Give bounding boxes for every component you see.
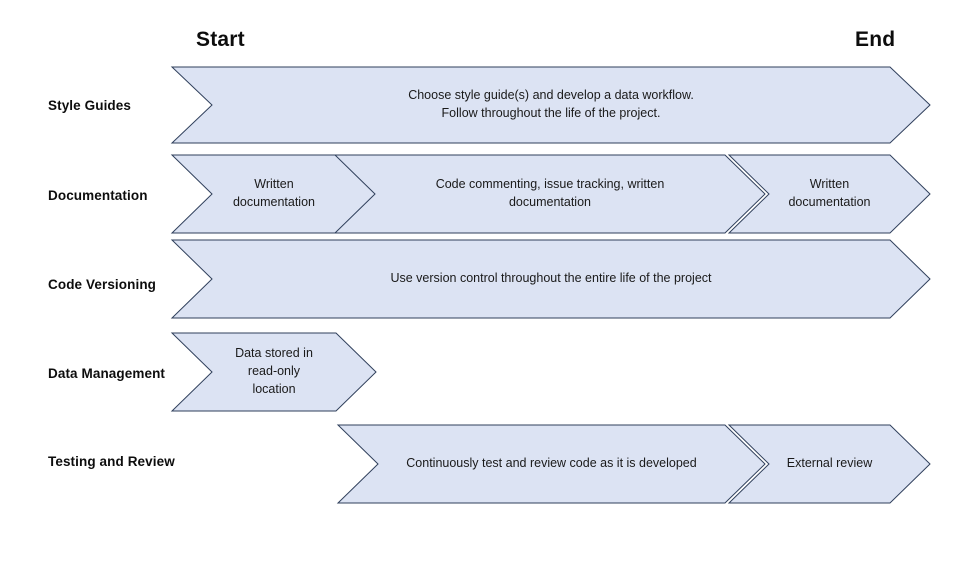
- chevron-band-0-0: [170, 66, 931, 144]
- chevron-band-1-1: [333, 154, 766, 234]
- row-label-2: Code Versioning: [48, 277, 157, 292]
- row-label-1: Documentation: [48, 188, 148, 203]
- chevron-band-4-0: [336, 424, 766, 504]
- end-label: End: [855, 28, 896, 51]
- chevron-band-1-2: [727, 154, 931, 234]
- chevron-band-1-0: [170, 154, 377, 234]
- row-label-3: Data Management: [48, 366, 166, 381]
- chevron-band-4-1: [727, 424, 931, 504]
- row-label-0: Style Guides: [48, 98, 131, 113]
- chevron-band-2-0: [170, 239, 931, 319]
- chevron-band-3-0: [170, 332, 377, 412]
- row-label-4: Testing and Review: [48, 454, 175, 469]
- start-label: Start: [196, 28, 245, 51]
